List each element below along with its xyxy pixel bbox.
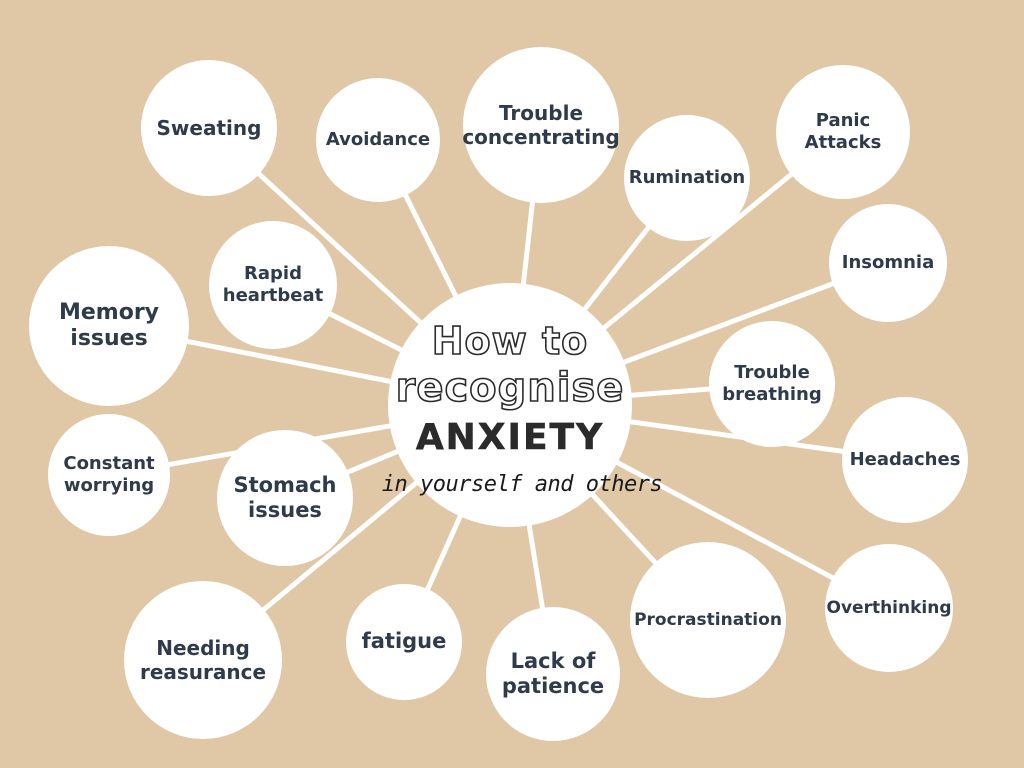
node-constant-worrying: Constant worrying bbox=[48, 414, 170, 536]
node-memory-issues: Memory issues bbox=[29, 246, 189, 406]
node-trouble-concentrating: Trouble concentrating bbox=[462, 47, 620, 203]
node-label: Rapid heartbeat bbox=[222, 263, 324, 306]
node-label: Needing reasurance bbox=[139, 636, 267, 684]
node-label: Rumination bbox=[628, 167, 746, 189]
subtitle: in yourself and others bbox=[381, 472, 663, 497]
title-line-3: ANXIETY bbox=[415, 417, 605, 459]
node-label: Avoidance bbox=[325, 129, 431, 151]
node-fatigue: fatigue bbox=[346, 584, 462, 700]
node-headaches: Headaches bbox=[842, 397, 968, 523]
node-trouble-breathing: Trouble breathing bbox=[709, 321, 835, 447]
title-line-1: How to bbox=[431, 318, 589, 364]
node-sweating: Sweating bbox=[141, 60, 277, 196]
node-insomnia: Insomnia bbox=[829, 204, 947, 322]
center-node: How to recognise ANXIETY bbox=[388, 283, 632, 527]
node-label: Memory issues bbox=[58, 299, 160, 351]
node-label: Trouble breathing bbox=[722, 362, 822, 405]
node-label: Overthinking bbox=[826, 597, 952, 618]
node-panic-attacks: Panic Attacks bbox=[776, 65, 910, 199]
node-lack-of-patience: Lack of patience bbox=[486, 607, 620, 741]
node-label: Stomach issues bbox=[233, 472, 337, 522]
node-label: fatigue bbox=[361, 629, 447, 654]
node-stomach-issues: Stomach issues bbox=[217, 430, 353, 566]
node-rapid-heartbeat: Rapid heartbeat bbox=[209, 221, 337, 349]
node-label: Constant worrying bbox=[63, 453, 155, 496]
node-label: Panic Attacks bbox=[804, 110, 882, 153]
node-label: Headaches bbox=[849, 449, 961, 471]
node-procrastination: Procrastination bbox=[630, 542, 786, 698]
node-label: Trouble concentrating bbox=[462, 101, 620, 149]
node-rumination: Rumination bbox=[624, 115, 750, 241]
title-line-2: recognise bbox=[395, 364, 625, 412]
node-label: Lack of patience bbox=[501, 648, 605, 698]
node-overthinking: Overthinking bbox=[825, 544, 953, 672]
node-needing-reasurance: Needing reasurance bbox=[124, 581, 282, 739]
node-label: Insomnia bbox=[841, 252, 935, 274]
node-avoidance: Avoidance bbox=[316, 78, 440, 202]
node-label: Sweating bbox=[156, 116, 262, 140]
node-label: Procrastination bbox=[634, 609, 782, 630]
